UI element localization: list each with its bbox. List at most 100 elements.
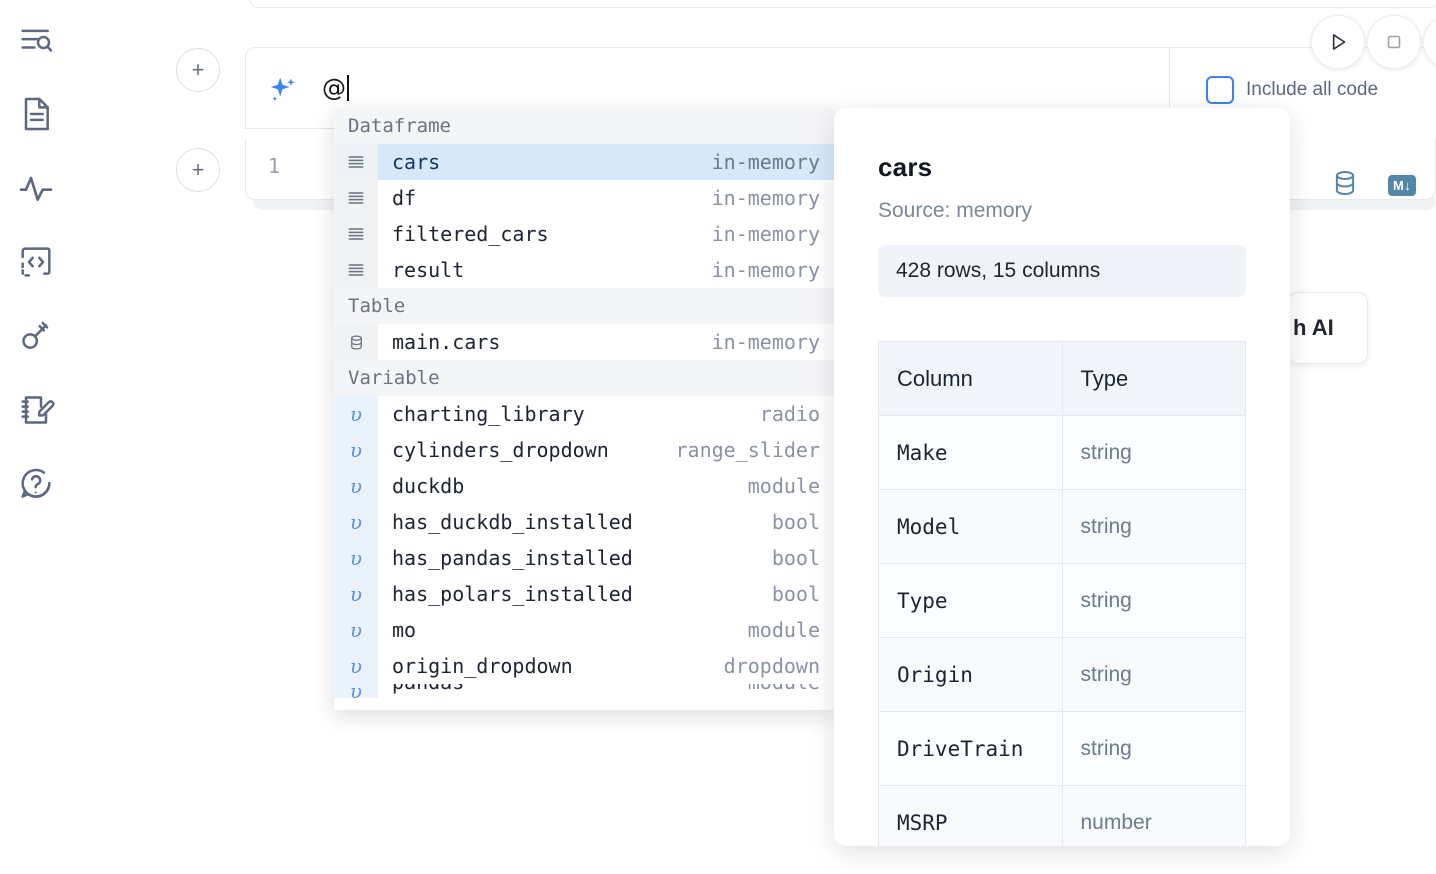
autocomplete-item[interactable]: υ has_duckdb_installed bool [334,504,834,540]
document-icon[interactable] [14,92,58,136]
variable-icon: υ [334,684,378,698]
variable-icon: υ [334,612,378,648]
cell-line-number: 1 [268,154,281,178]
autocomplete-item-type: dropdown [723,654,820,678]
variable-icon: υ [334,540,378,576]
ai-bar-right-panel: Include all code [1170,47,1436,129]
cell-tools: M↓ [1330,168,1417,203]
autocomplete-item-name: result [392,258,465,282]
autocomplete-item-type: in-memory [711,330,820,354]
code-brackets-icon[interactable] [14,240,58,284]
autocomplete-item-name: filtered_cars [392,222,549,246]
autocomplete-item-name: has_pandas_installed [392,546,633,570]
autocomplete-item-name: duckdb [392,474,465,498]
schema-header-cell: Type [1061,341,1246,416]
sparkle-icon [266,74,300,108]
autocomplete-item-type: module [748,684,820,698]
database-icon [334,324,378,360]
variable-icon: υ [334,648,378,684]
dataframe-icon [334,216,378,252]
autocomplete-item-type: module [747,474,820,498]
info-panel-title: cars [878,152,933,182]
dataframe-info-panel: cars Source: memory 428 rows, 15 columns… [834,108,1290,846]
schema-column-name: DriveTrain [878,711,1063,786]
autocomplete-item-type: range_slider [675,438,821,462]
help-chat-icon[interactable] [14,462,58,506]
run-button[interactable] [1311,15,1365,69]
autocomplete-item-type: radio [759,402,820,426]
ai-prompt-value: @ [322,74,346,102]
autocomplete-item-type: bool [771,510,820,534]
schema-column-name: Model [878,489,1063,564]
database-icon[interactable] [1330,168,1360,203]
add-cell-button-bottom[interactable]: + [176,148,220,192]
schema-column-type: string [1061,711,1246,786]
dataframe-icon [334,252,378,288]
variable-icon: υ [334,504,378,540]
autocomplete-item[interactable]: main.cars in-memory [334,324,834,360]
autocomplete-item-name: origin_dropdown [392,654,573,678]
schema-column-name: MSRP [878,785,1063,846]
autocomplete-item-name: main.cars [392,330,501,354]
dataframe-icon [334,180,378,216]
autocomplete-item-type: in-memory [711,150,820,174]
include-all-code-row[interactable]: Include all code [1206,76,1378,104]
schema-column-name: Make [878,415,1063,490]
activity-icon[interactable] [14,166,58,210]
variable-icon: υ [334,576,378,612]
schema-column-name: Type [878,563,1063,638]
info-panel-shape: 428 rows, 15 columns [878,245,1246,297]
schema-column-type: string [1061,489,1246,564]
file-explorer-icon[interactable] [14,18,58,62]
schema-column-type: number [1061,785,1246,846]
info-panel-source: Source: memory [878,199,1033,222]
schema-column-type: string [1061,637,1246,712]
autocomplete-item[interactable]: υpandasmodule [334,684,834,698]
ai-prompt-input[interactable]: @ [322,74,349,102]
autocomplete-item-name: mo [392,618,417,642]
variable-icon: υ [334,396,378,432]
left-icon-rail [0,0,72,874]
text-cursor [347,75,349,101]
stop-button[interactable] [1367,15,1421,69]
variable-icon: υ [334,432,378,468]
add-cell-button-top[interactable]: + [176,48,220,92]
autocomplete-item[interactable]: υ origin_dropdown dropdown [334,648,834,684]
schema-column-name: Origin [878,637,1063,712]
autocomplete-item-name: cylinders_dropdown [392,438,609,462]
include-all-code-label: Include all code [1246,79,1379,100]
autocomplete-item-type: module [747,618,820,642]
include-all-code-checkbox[interactable] [1206,76,1234,104]
autocomplete-item-type: in-memory [711,258,820,282]
autocomplete-item[interactable]: result in-memory [334,252,834,288]
schema-column-type: string [1061,563,1246,638]
dataframe-icon [334,144,378,180]
autocomplete-item[interactable]: υ cylinders_dropdown range_slider [334,432,834,468]
schema-header-cell: Column [878,341,1063,416]
autocomplete-item-name: has_duckdb_installed [392,510,633,534]
schema-column-type: string [1061,415,1246,490]
variable-icon: υ [334,468,378,504]
autocomplete-item-type: in-memory [711,222,820,246]
markdown-icon[interactable]: M↓ [1388,175,1417,196]
scratchpad-icon[interactable] [14,388,58,432]
autocomplete-item[interactable]: filtered_cars in-memory [334,216,834,252]
key-icon[interactable] [14,314,58,358]
generate-with-ai-button[interactable]: h AI [1288,292,1368,364]
autocomplete-item-type: in-memory [711,186,820,210]
